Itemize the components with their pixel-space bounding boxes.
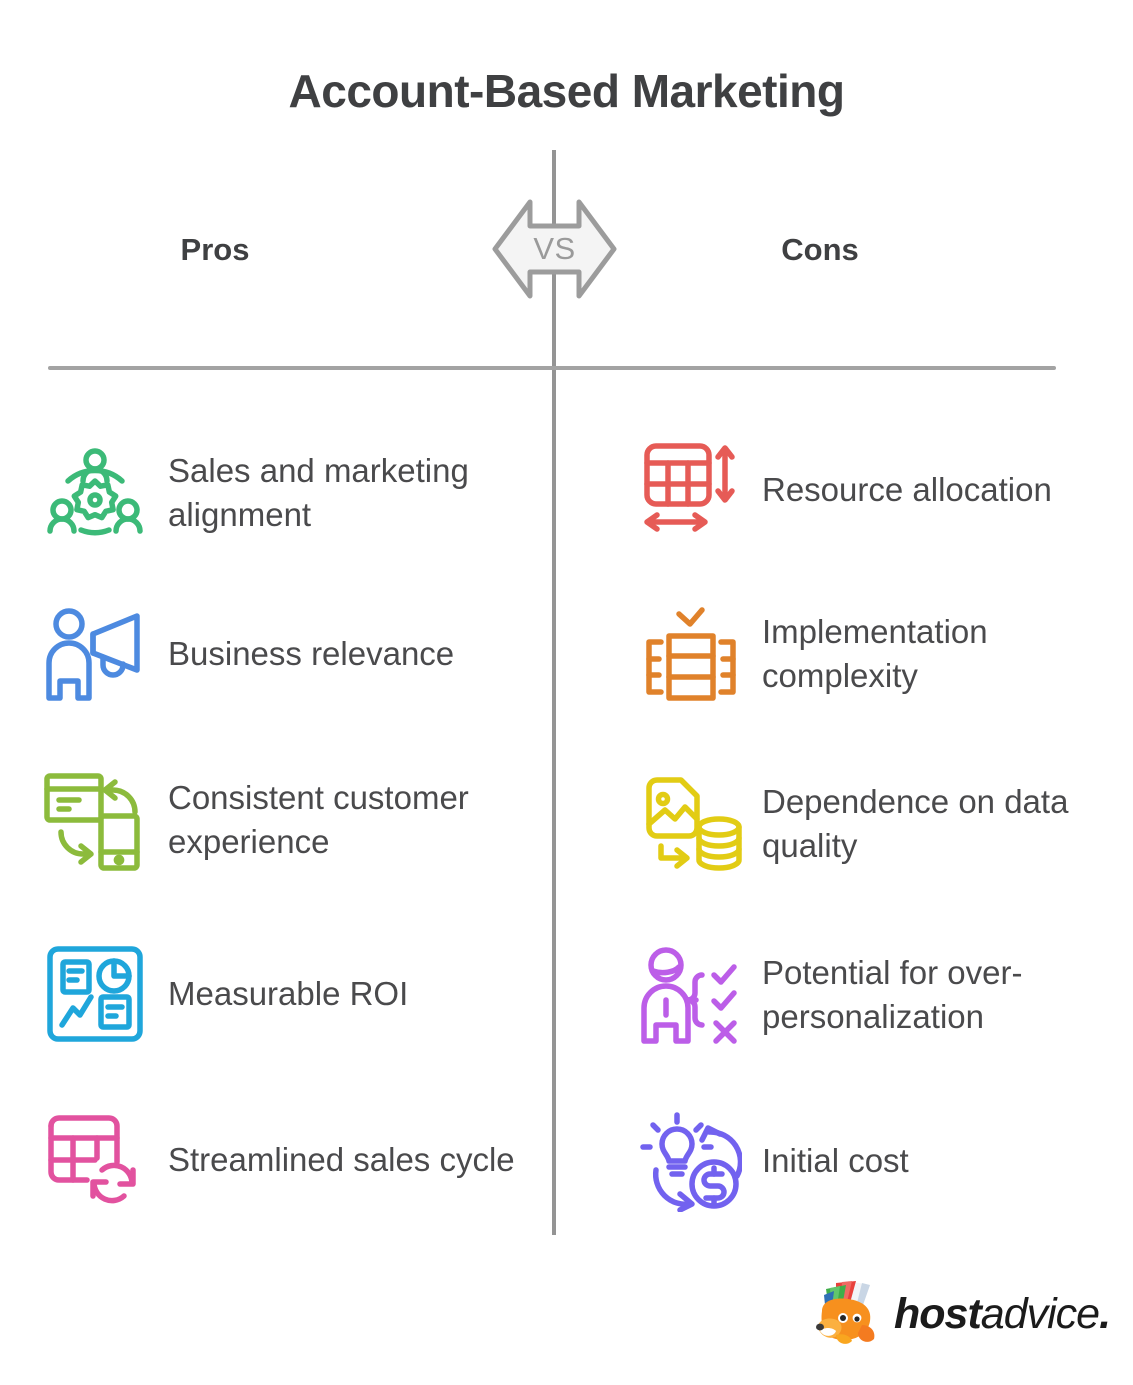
list-item-label: Measurable ROI	[168, 975, 409, 1013]
list-item: Measurable ROI	[40, 938, 540, 1050]
list-item-label: Sales and marketing alignment	[168, 452, 469, 533]
list-item-label: Implementation complexity	[762, 613, 988, 694]
list-item-label: Business relevance	[168, 635, 455, 673]
list-item-label: Consistent customer experience	[168, 778, 469, 860]
list-item-label: Resource allocation	[762, 470, 1052, 508]
pros-column-heading: Pros	[180, 232, 250, 267]
vs-label: VS	[533, 231, 576, 266]
analytics-dashboard-icon	[40, 939, 150, 1049]
list-item-label: Initial cost	[762, 1142, 909, 1180]
horizontal-divider	[48, 366, 1056, 370]
browser-phone-sync-icon	[40, 765, 150, 875]
list-item: Implementation complexity	[636, 598, 1106, 710]
cons-column-heading: Cons	[781, 232, 859, 267]
table-resize-arrows-icon	[636, 435, 746, 545]
list-item-label: Dependence on data quality	[762, 782, 1069, 864]
logo-wordmark: hostadvice.	[894, 1289, 1111, 1339]
image-to-database-icon	[636, 769, 746, 879]
people-gear-collaboration-icon	[40, 438, 150, 548]
list-item: Potential for over-personalization	[636, 920, 1106, 1070]
list-item: Sales and marketing alignment	[40, 428, 540, 558]
vertical-divider	[552, 150, 556, 1235]
vs-badge-icon	[489, 194, 620, 304]
logo-advice-text: advice	[980, 1289, 1100, 1338]
table-refresh-cycle-icon	[40, 1105, 150, 1215]
logo-host-text: host	[894, 1289, 982, 1338]
list-item: Consistent customer experience	[40, 752, 540, 887]
list-item-label: Potential for over-personalization	[762, 954, 1023, 1035]
list-item: Dependence on data quality	[636, 766, 1106, 881]
list-item: Streamlined sales cycle	[40, 1100, 540, 1220]
fox-mascot-icon	[812, 1277, 886, 1351]
hostadvice-logo[interactable]: hostadvice.	[812, 1274, 1111, 1354]
person-megaphone-icon	[40, 599, 150, 709]
list-item: Business relevance	[40, 598, 540, 710]
carousel-stack-check-icon	[636, 599, 746, 709]
list-item-label: Streamlined sales cycle	[168, 1141, 515, 1179]
person-checklist-brace-icon	[636, 940, 746, 1050]
logo-period: .	[1099, 1289, 1111, 1338]
list-item: Initial cost	[636, 1105, 1106, 1217]
list-item: Resource allocation	[636, 432, 1106, 547]
page-title: Account-Based Marketing	[288, 65, 845, 117]
lightbulb-dollar-cycle-icon	[636, 1106, 746, 1216]
